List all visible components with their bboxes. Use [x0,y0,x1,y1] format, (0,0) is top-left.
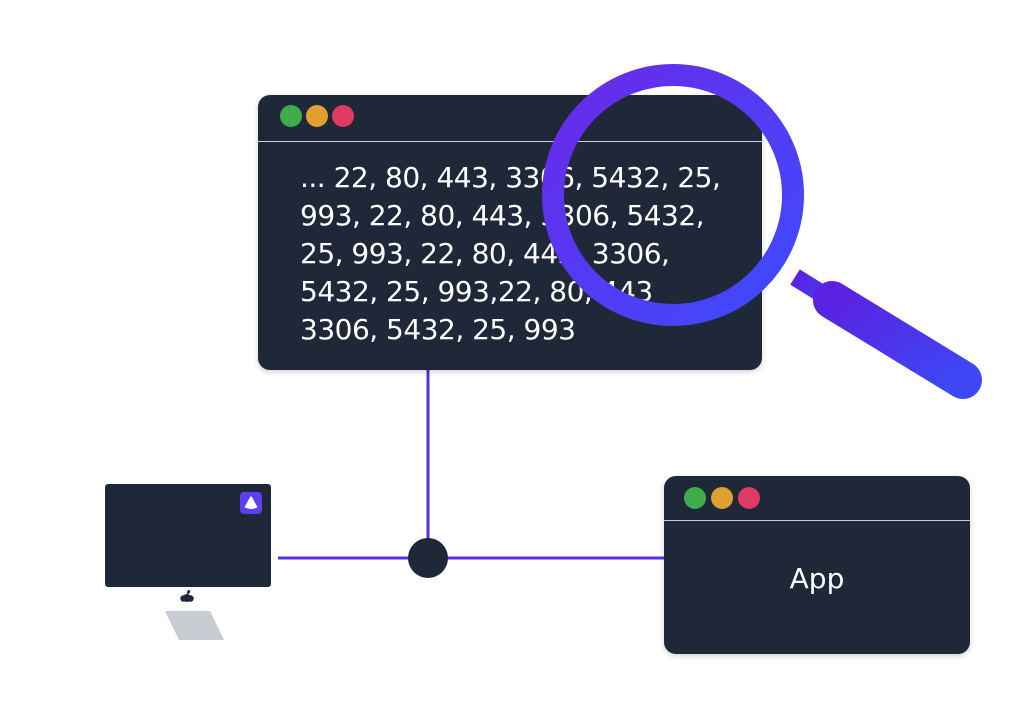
window-red-dot[interactable] [332,105,354,127]
titlebar-divider [258,141,762,142]
apple-logo-icon [180,589,194,602]
window-orange-dot[interactable] [711,487,733,509]
computer-monitor [105,484,271,587]
window-red-dot[interactable] [738,487,760,509]
window-titlebar [258,95,762,141]
monitor-stand [165,611,224,640]
app-badge-icon [240,492,262,514]
window-green-dot[interactable] [280,105,302,127]
window-green-dot[interactable] [684,487,706,509]
magnifier-ring [542,64,804,326]
hub-node [408,538,448,578]
window-titlebar [664,476,970,522]
window-orange-dot[interactable] [306,105,328,127]
port-list-line: ... 22, 80, 443, 3306, 5432, 25, [300,161,721,194]
app-window: App [664,476,970,654]
port-list-line: 993, 22, 80, 443, 3306, 5432, [300,199,705,232]
port-list-line: 25, 993, 22, 80, 443, 3306, [300,237,670,270]
app-label: App [789,562,845,595]
titlebar-divider [664,520,970,521]
magnifier-handle [813,281,982,399]
port-list-line: 3306, 5432, 25, 993 [300,313,576,346]
